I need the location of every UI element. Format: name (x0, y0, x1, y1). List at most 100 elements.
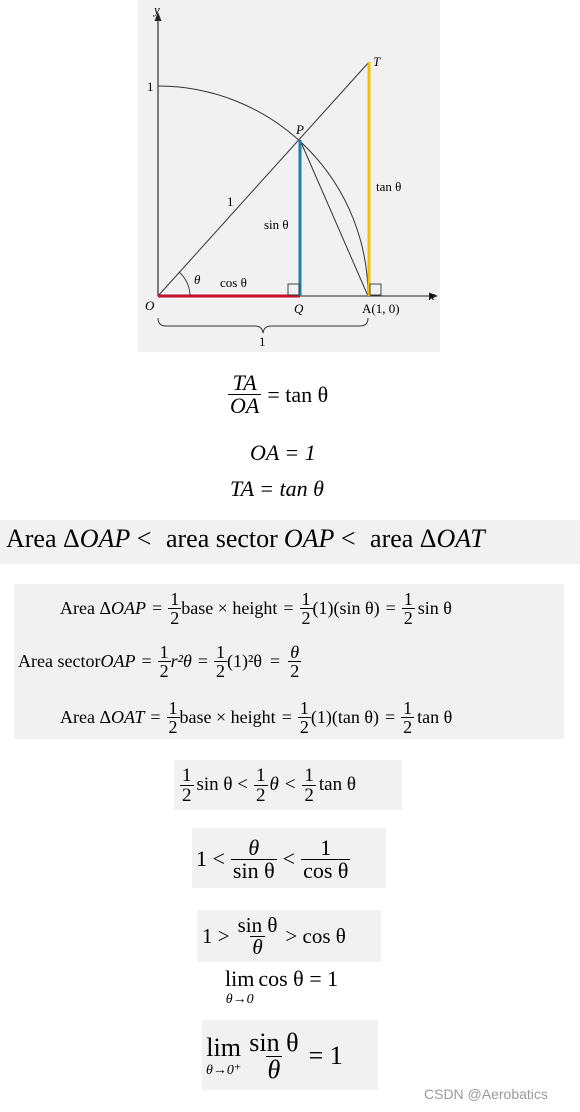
watermark: CSDN @Aerobatics (424, 1086, 548, 1102)
row1-eq: = (152, 597, 163, 618)
banner-OAT: OAT (436, 524, 485, 553)
banner-OAP: OAP (79, 524, 131, 553)
fi-den: θ (250, 934, 265, 959)
area-formulas-panel (14, 584, 564, 739)
limit-cos-expr: cos θ = 1 (258, 966, 339, 991)
row2-eq-2: = (197, 650, 209, 671)
diagram-svg: y x 1 O P Q T A(1, 0) 1 θ cos θ sin θ ta… (145, 2, 438, 349)
row2-half-num: 1 (159, 641, 169, 662)
row1-eq-2: = (283, 597, 294, 618)
point-O-label: O (145, 298, 155, 313)
y-axis-arrow-icon (154, 12, 162, 21)
banner-lt-1: < (130, 524, 158, 553)
flip-inequality-panel (197, 910, 381, 962)
row1-label: Area Δ (60, 597, 112, 618)
row3-words: base × height (179, 706, 276, 727)
row2-shape: OAP (100, 650, 136, 671)
row1-end: sin θ (417, 597, 452, 618)
tan-label: tan θ (376, 179, 401, 194)
row3-eq-2: = (281, 706, 292, 727)
ri-lhs: 1 < (196, 846, 225, 871)
row2-half2-num: 1 (216, 641, 226, 662)
main-limit-rhs: = 1 (308, 1041, 343, 1070)
banner-lt-2: < (334, 524, 363, 553)
hi-half1-den: 2 (180, 784, 194, 806)
row1-half-num: 1 (170, 588, 180, 609)
row1-half3-den: 2 (401, 607, 415, 628)
x-axis-arrow-icon (429, 292, 438, 300)
row1-eq-3: = (385, 597, 396, 618)
hi-half3-den: 2 (302, 784, 316, 806)
fi-num: sin θ (237, 912, 278, 937)
row1-shape: OAP (111, 597, 147, 618)
main-limit-lim: lim (206, 1032, 241, 1062)
area-inequality-banner (0, 520, 580, 564)
row2-eq: = (141, 650, 152, 671)
chord-PA (299, 139, 369, 297)
main-limit-sub: θ→0⁺ (206, 1062, 242, 1078)
row2-half-den: 2 (157, 660, 171, 681)
row1-half2-num: 1 (301, 588, 311, 609)
angle-arc (178, 271, 191, 297)
sin-label: sin θ (264, 217, 289, 232)
main-limit-panel (202, 1020, 378, 1090)
hi-theta: θ < (269, 774, 297, 795)
row2-mid: (1)²θ (227, 650, 263, 671)
equation-TA: TA = tan θ (230, 476, 324, 501)
row3-end: tan θ (417, 706, 453, 727)
ri-f2-num: 1 (320, 834, 332, 860)
point-T-label: T (373, 54, 381, 69)
fi-rhs: > cos θ (285, 923, 346, 948)
row3-mid: (1)(tan θ) (310, 706, 379, 727)
y-axis-label: y (152, 2, 160, 17)
banner-area-tri-2: area Δ (370, 524, 437, 553)
limit-cos-sub: θ→0 (225, 992, 254, 1007)
row2-eq-3: = (270, 650, 281, 671)
main-limit-num: sin θ (249, 1027, 299, 1057)
hi-half3-num: 1 (304, 764, 314, 786)
row3-label: Area Δ (60, 706, 112, 727)
row3-half3-den: 2 (401, 716, 415, 737)
ri-f1-den: sin θ (230, 857, 277, 883)
row1-mid: (1)(sin θ) (312, 597, 380, 618)
row2-r2: r²θ (170, 650, 192, 671)
limit-cos-op: lim θ→0 (225, 968, 254, 1007)
brace-label: 1 (259, 334, 266, 349)
half-inequality-panel (174, 760, 402, 810)
equation-ratio: TA OA = tan θ (228, 372, 328, 417)
row1-half2-den: 2 (299, 607, 313, 628)
row2-theta-den: 2 (288, 660, 302, 681)
hi-half2-den: 2 (254, 784, 268, 806)
point-Q-label: Q (294, 301, 304, 316)
ratio-inequality-panel (192, 828, 386, 888)
radius-label: 1 (227, 194, 234, 209)
right-angle-A (369, 283, 382, 296)
hi-half1-num: 1 (182, 764, 192, 786)
right-angle-Q (287, 283, 300, 296)
row3-half3-num: 1 (403, 697, 413, 718)
row2-label: Area sector (18, 650, 101, 671)
equation-OA: OA = 1 (250, 440, 316, 465)
main-limit-op: lim θ→0⁺ (206, 1032, 242, 1078)
row3-half-num: 1 (168, 697, 178, 718)
banner-OAP-2: OAP (283, 524, 335, 553)
limit-cos: lim θ→0 cos θ = 1 (225, 968, 338, 1008)
